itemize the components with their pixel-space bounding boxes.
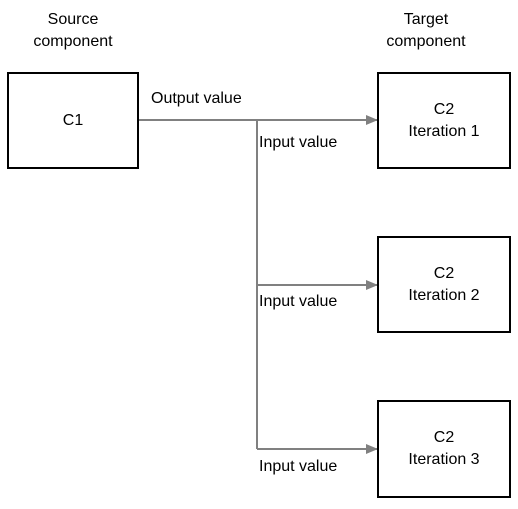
target-2-iteration: Iteration 2 xyxy=(408,286,480,304)
target-1-name: C2 xyxy=(433,100,455,118)
source-component-label: C1 xyxy=(62,111,84,129)
source-caption-line2: component xyxy=(33,33,113,50)
output-value-label: Output value xyxy=(151,90,242,107)
target-box-iteration-1: C2 Iteration 1 xyxy=(377,72,511,169)
source-caption-line1: Source xyxy=(47,11,99,28)
target-3-name: C2 xyxy=(433,429,455,446)
source-component-caption: Source component xyxy=(0,9,153,53)
input-value-label-1: Input value xyxy=(259,134,338,151)
target-box-iteration-3: C2 Iteration 3 xyxy=(377,400,511,498)
target-component-caption: Target component xyxy=(346,9,506,53)
input-value-label-2: Input value xyxy=(259,293,338,310)
target-box-iteration-2: C2 Iteration 2 xyxy=(377,236,511,333)
target-3-iteration: Iteration 3 xyxy=(408,451,480,468)
target-2-name: C2 xyxy=(433,264,455,282)
target-caption-line1: Target xyxy=(403,11,449,28)
input-value-label-3: Input value xyxy=(259,458,338,475)
source-component-box: C1 xyxy=(7,72,139,169)
target-caption-line2: component xyxy=(386,33,466,50)
target-1-iteration: Iteration 1 xyxy=(408,122,480,140)
